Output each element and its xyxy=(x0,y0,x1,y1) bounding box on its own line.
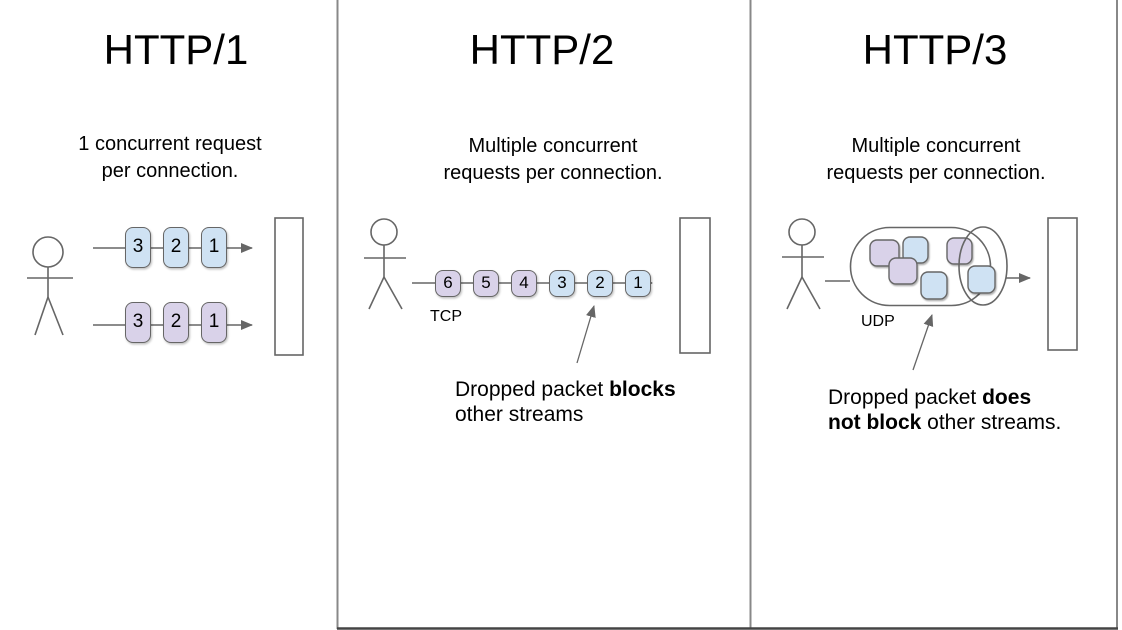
http1-stream1-packet: 3 xyxy=(125,227,151,268)
http2-server-rect xyxy=(679,217,711,354)
http3-annotation: Dropped packet does not block other stre… xyxy=(828,385,1073,435)
annotation-line: Dropped packet blocks xyxy=(455,377,700,402)
http1-stream2-packet: 2 xyxy=(163,302,189,343)
http3-client-stick-figure xyxy=(782,218,824,310)
stick-figure-head xyxy=(370,218,398,246)
subtitle-line: per connection. xyxy=(101,160,239,182)
http2-packet: 1 xyxy=(625,270,651,297)
http1-stream2-packet: 3 xyxy=(125,302,151,343)
annotation-text: other streams. xyxy=(927,411,1062,434)
udp-label: UDP xyxy=(861,313,895,330)
http1-server-rect xyxy=(274,217,304,356)
http2-packet: 3 xyxy=(549,270,575,297)
annotation-line: Dropped packet does xyxy=(828,385,1073,410)
annotation-text: Dropped packet xyxy=(828,386,983,409)
annotation-bold-text: does xyxy=(982,386,1032,409)
packet-purple xyxy=(888,257,918,285)
subtitle-line: Multiple concurrent xyxy=(851,135,1021,157)
subtitle-line: requests per connection. xyxy=(826,162,1046,184)
http2-client-stick-figure xyxy=(364,218,406,310)
http1-title: HTTP/1 xyxy=(103,26,249,73)
annotation-bold-text: blocks xyxy=(609,378,676,401)
http2-packet: 2 xyxy=(587,270,613,297)
http3-packets xyxy=(869,236,973,300)
http1-stream2-packet: 1 xyxy=(201,302,227,343)
http2-packet: 4 xyxy=(511,270,537,297)
http2-subtitle: Multiple concurrent requests per connect… xyxy=(433,133,673,187)
http2-dropped-packet-arrow xyxy=(576,305,596,364)
subtitle-line: Multiple concurrent xyxy=(468,135,638,157)
annotation-line: not block other streams. xyxy=(828,410,1073,435)
http2-packet: 6 xyxy=(435,270,461,297)
http2-annotation: Dropped packet blocks other streams xyxy=(455,377,700,427)
http3-server-rect xyxy=(1047,217,1078,351)
http1-client-stick-figure xyxy=(27,236,73,336)
http3-title: HTTP/3 xyxy=(862,26,1008,73)
http1-subtitle: 1 concurrent request per connection. xyxy=(50,131,290,185)
http1-stream1-packet: 1 xyxy=(201,227,227,268)
udp-tube-opening xyxy=(958,226,1008,306)
subtitle-line: 1 concurrent request xyxy=(78,133,262,155)
annotation-text: Dropped packet xyxy=(455,378,610,401)
stick-figure-head xyxy=(32,236,64,268)
http2-packet: 5 xyxy=(473,270,499,297)
annotation-text: other streams xyxy=(455,403,584,426)
annotation-line: other streams xyxy=(455,402,700,427)
subtitle-line: requests per connection. xyxy=(443,162,663,184)
packet-blue xyxy=(920,271,948,300)
stick-figure-head xyxy=(788,218,816,246)
annotation-bold-text: not block xyxy=(828,411,928,434)
http3-subtitle: Multiple concurrent requests per connect… xyxy=(816,133,1056,187)
http3-dropped-packet-arrow xyxy=(912,314,934,371)
http1-stream1-packet: 2 xyxy=(163,227,189,268)
tcp-label: TCP xyxy=(430,308,462,325)
http2-title: HTTP/2 xyxy=(469,26,615,73)
packet-blue xyxy=(967,265,996,294)
